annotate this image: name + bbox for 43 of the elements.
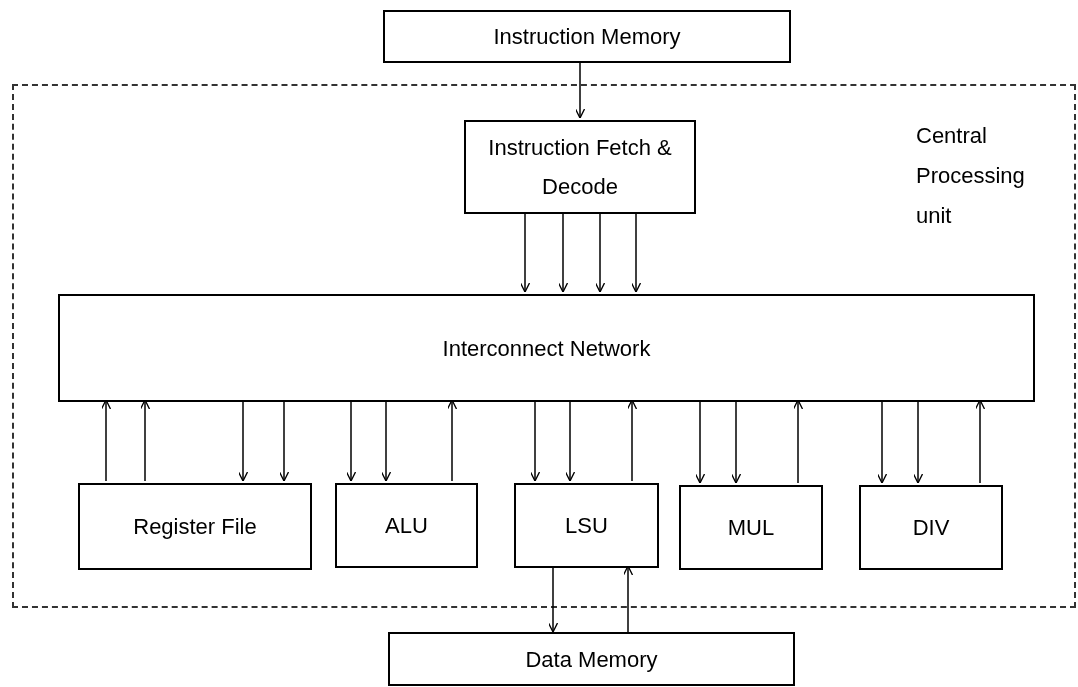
block-box xyxy=(58,294,1035,402)
arrow xyxy=(237,399,249,482)
arrow xyxy=(694,399,706,484)
arrow xyxy=(529,399,541,482)
arrow xyxy=(594,211,606,293)
arrow xyxy=(345,399,357,482)
arrow xyxy=(626,399,638,482)
block-box xyxy=(464,120,696,214)
arrow xyxy=(380,399,392,482)
arrow xyxy=(792,399,804,484)
block-box xyxy=(388,632,795,686)
block-label: Interconnect Network xyxy=(442,334,651,363)
block-label: DIV xyxy=(912,514,950,542)
block-label: MUL xyxy=(727,514,775,542)
arrow xyxy=(100,399,112,482)
arrow xyxy=(446,399,458,482)
block-box xyxy=(679,485,823,570)
block-box xyxy=(335,483,478,568)
block-box xyxy=(78,483,312,570)
arrow xyxy=(278,399,290,482)
arrow xyxy=(630,211,642,293)
block-label: LSU xyxy=(565,512,608,540)
arrow xyxy=(876,399,888,484)
region-label: Central Processing unit xyxy=(916,122,1026,230)
arrow xyxy=(519,211,531,293)
arrow xyxy=(730,399,742,484)
arrow xyxy=(139,399,151,482)
arrow xyxy=(912,399,924,484)
arrow xyxy=(547,565,559,633)
block-label: Register File xyxy=(133,513,257,541)
block-label: Instruction Fetch & Decode xyxy=(487,134,673,201)
block-label: ALU xyxy=(385,512,428,540)
arrow xyxy=(574,62,586,119)
block-box xyxy=(514,483,659,568)
arrow xyxy=(622,565,634,633)
dashed-boundary xyxy=(12,84,1076,608)
block-label: Data Memory xyxy=(525,645,658,674)
block-label: Instruction Memory xyxy=(493,23,681,51)
block-box xyxy=(383,10,791,63)
arrow xyxy=(564,399,576,482)
arrow xyxy=(557,211,569,293)
arrow xyxy=(974,399,986,484)
block-box xyxy=(859,485,1003,570)
